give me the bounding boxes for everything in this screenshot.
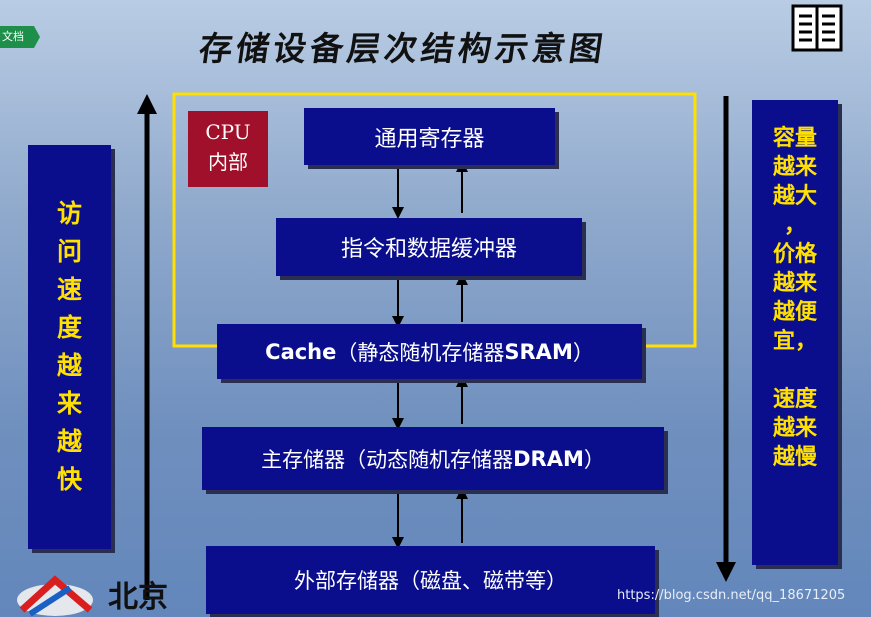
left-panel-char: 越 (56, 351, 82, 380)
buffer-label: 指令和数据缓冲器 (340, 237, 517, 262)
left-panel-char: 快 (56, 465, 82, 494)
right-panel: 容量 越来 越大 ， 价格 越来 越便 宜， 速度 越来 越慢 (752, 100, 838, 565)
main-memory-close: ） (583, 447, 605, 472)
cpu-boundary (172, 92, 697, 348)
book-icon (791, 4, 843, 52)
left-panel-char: 访 (56, 199, 82, 228)
left-panel-char: 度 (56, 313, 82, 342)
corner-tag: 文档 (0, 26, 40, 48)
sram-label: SRAM (504, 339, 573, 364)
logo-text: 北京 (108, 580, 168, 615)
left-panel-char: 越 (56, 427, 82, 456)
left-panel-char: 速 (56, 275, 82, 304)
watermark: https://blog.csdn.net/qq_18671205 (617, 588, 846, 603)
left-panel-char: 问 (56, 237, 82, 266)
external-storage-box: 外部存储器（磁盘、磁带等） (206, 546, 655, 614)
left-panel-char: 来 (56, 389, 82, 418)
register-label: 通用寄存器 (374, 126, 485, 152)
cpu-internal-tag: CPU 内部 (188, 111, 268, 187)
cache-label: Cache (265, 339, 337, 364)
cache-close: ） (572, 340, 594, 365)
logo-icon (17, 575, 93, 617)
dram-label: DRAM (513, 446, 584, 471)
left-panel: 访 问 速 度 越 来 越 快 (28, 145, 111, 549)
register-box: 通用寄存器 (304, 108, 555, 165)
external-storage-label: 外部存储器（磁盘、磁带等） (294, 569, 567, 593)
internal-label: 内部 (208, 150, 248, 174)
cache-desc: （静态随机存储器 (336, 340, 505, 365)
buffer-box: 指令和数据缓冲器 (276, 218, 582, 276)
main-memory-label: 主存储器（动态随机存储器 (261, 447, 514, 472)
cpu-label: CPU (205, 120, 251, 144)
